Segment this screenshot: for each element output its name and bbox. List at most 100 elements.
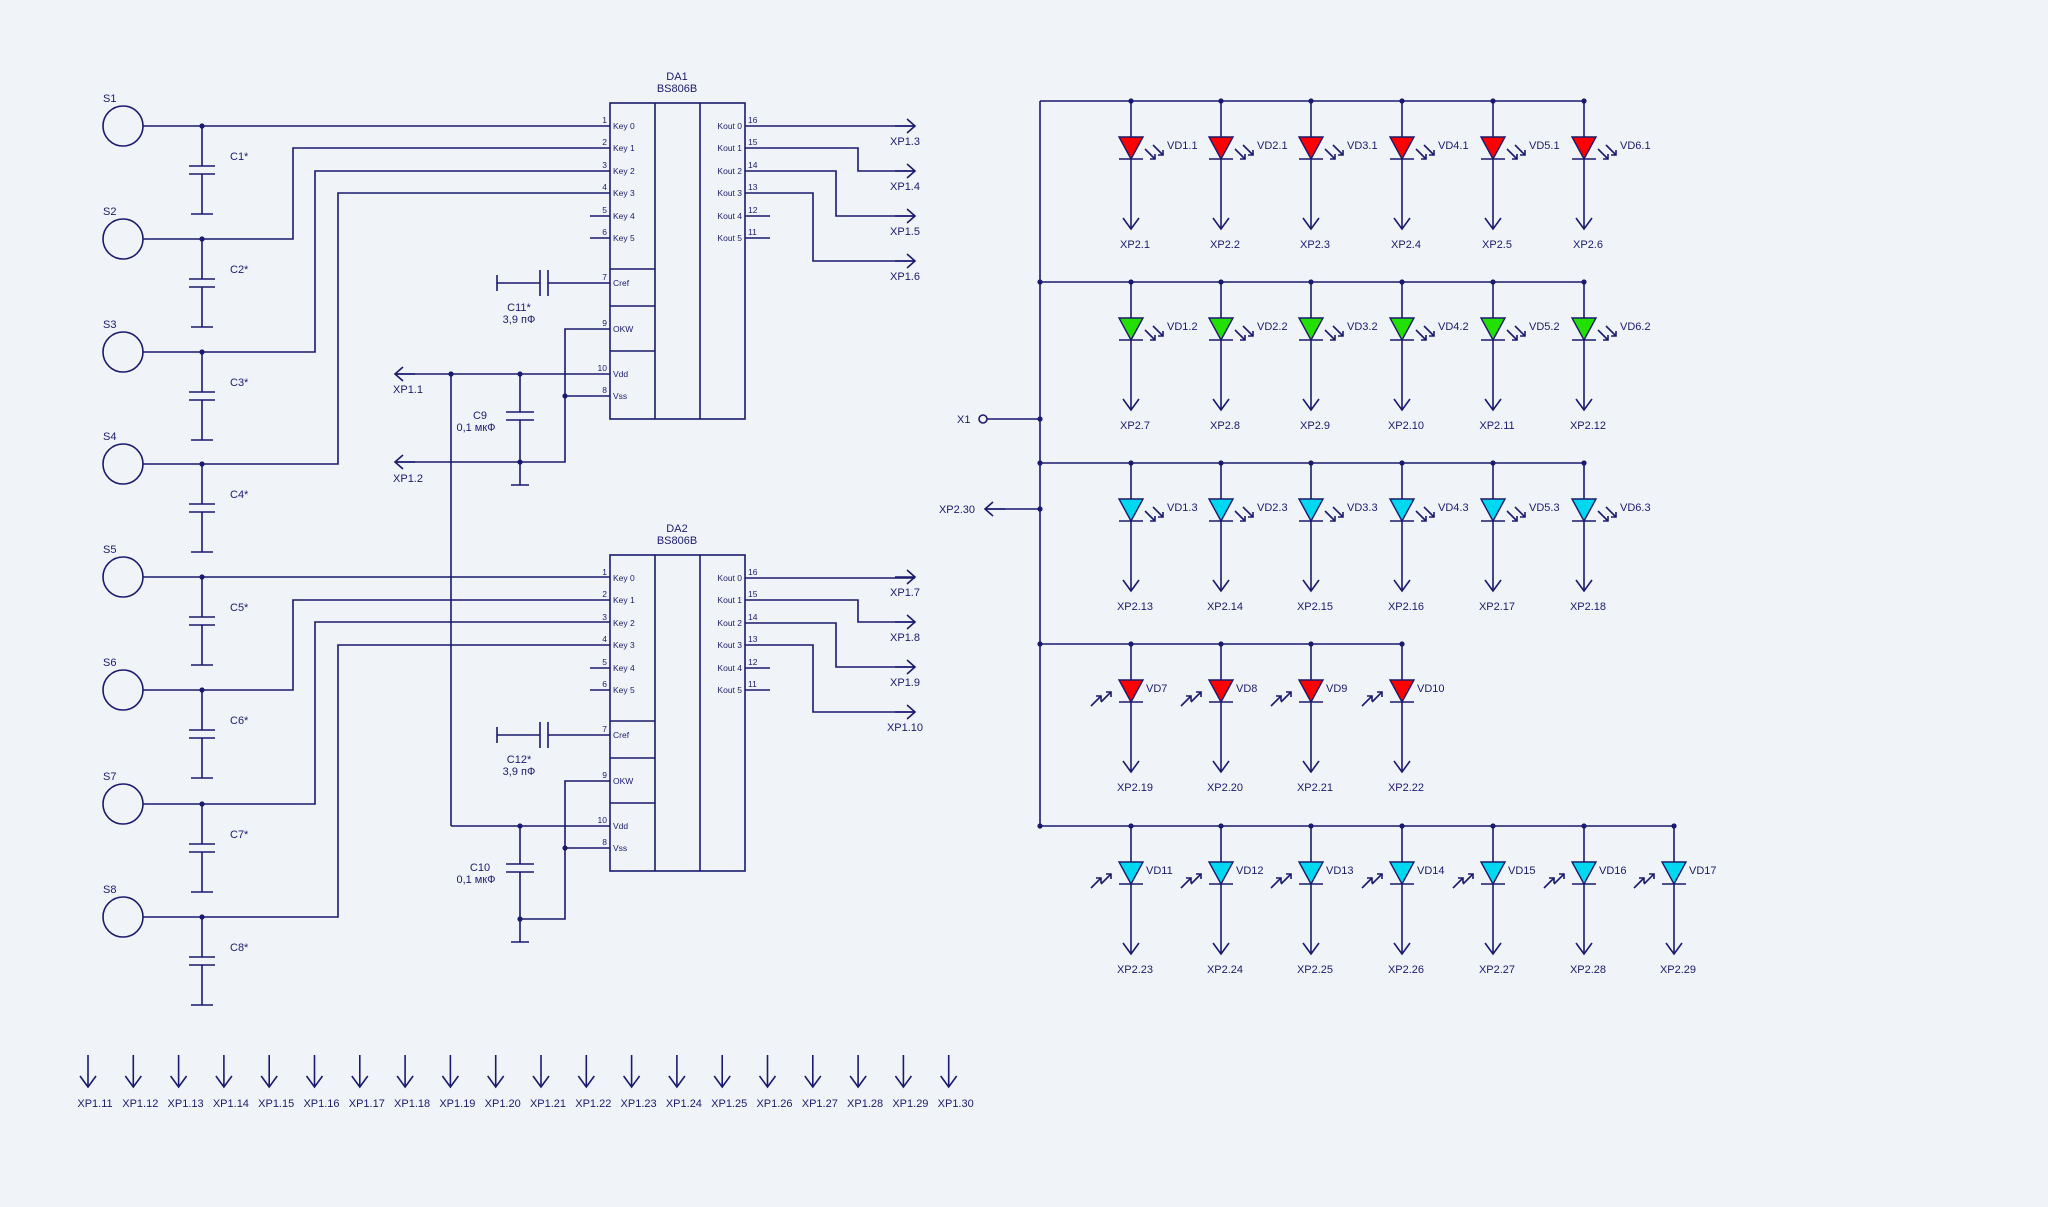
bottom-pin-label: XP1.28 <box>847 1098 883 1110</box>
pin-number: 10 <box>598 815 608 825</box>
pin-label: Kout 1 <box>717 595 742 605</box>
sensor-label: S8 <box>103 884 116 896</box>
led-label: VD14 <box>1417 865 1445 877</box>
arrow-head <box>487 1075 505 1089</box>
light-ray <box>1506 148 1518 160</box>
arrow-head <box>906 704 917 720</box>
cap-label: C3* <box>230 377 249 389</box>
led-label: VD2.1 <box>1257 140 1288 152</box>
cap-value: 3,9 пФ <box>503 314 536 326</box>
output-pin-label: XP1.5 <box>890 226 920 238</box>
supply-label: XP1.1 <box>393 384 423 396</box>
led-pin-label: XP2.27 <box>1479 964 1515 976</box>
arrow-head <box>1393 398 1411 412</box>
cap-label: C8* <box>230 942 249 954</box>
bottom-pin-label: XP1.26 <box>756 1098 792 1110</box>
output-wire <box>745 147 915 172</box>
light-ray <box>1361 695 1373 707</box>
bottom-pin-label: XP1.16 <box>303 1098 339 1110</box>
pin-number: 4 <box>602 182 607 192</box>
led <box>1388 136 1416 161</box>
led <box>1388 679 1416 704</box>
sensor-label: S6 <box>103 657 116 669</box>
led <box>1388 498 1416 523</box>
arrow-head <box>260 1075 278 1089</box>
led <box>1479 861 1507 886</box>
pin-number: 9 <box>602 318 607 328</box>
input-terminal <box>978 414 988 424</box>
led-label: VD6.3 <box>1620 502 1651 514</box>
led-pin-label: XP2.25 <box>1297 964 1333 976</box>
arrow-head <box>1393 579 1411 593</box>
pin-number: 16 <box>748 115 758 125</box>
led-label: VD15 <box>1508 865 1536 877</box>
pin-label: Key 2 <box>613 166 635 176</box>
arrow-head <box>1122 398 1140 412</box>
led-label: VD12 <box>1236 865 1264 877</box>
light-ray <box>1553 873 1565 885</box>
light-ray-head <box>1330 516 1336 522</box>
touch-sensor-pad <box>102 783 144 825</box>
arrow-head <box>906 163 917 179</box>
led-label: VD10 <box>1417 683 1445 695</box>
junction-dot <box>1037 641 1043 647</box>
led <box>1570 136 1598 161</box>
light-ray-head <box>1196 873 1202 879</box>
arrow-head <box>351 1075 369 1089</box>
led <box>1660 861 1688 886</box>
chip-part-number: BS806B <box>657 535 697 547</box>
led-pin-label: XP2.17 <box>1479 601 1515 613</box>
light-ray-head <box>1186 695 1192 701</box>
arrow-head <box>668 1075 686 1089</box>
light-ray <box>1415 329 1427 341</box>
arrow-head <box>1484 942 1502 956</box>
sensor-label: S3 <box>103 319 116 331</box>
sensor-label: S2 <box>103 206 116 218</box>
bottom-pin-label: XP1.24 <box>666 1098 702 1110</box>
cap-label: C11* <box>507 302 531 314</box>
output-wire <box>745 599 915 623</box>
pin-label: Vdd <box>613 369 628 379</box>
led-pin-label: XP2.18 <box>1570 601 1606 613</box>
led <box>1388 317 1416 342</box>
light-ray-head <box>1240 154 1246 160</box>
led-pin-label: XP2.10 <box>1388 420 1424 432</box>
light-ray-head <box>1520 331 1526 337</box>
light-ray-head <box>1186 877 1192 883</box>
light-ray <box>1415 510 1427 522</box>
light-ray-head <box>1429 150 1435 156</box>
light-ray <box>1144 510 1156 522</box>
light-ray-head <box>1338 150 1344 156</box>
chip-designator: DA2 <box>666 523 687 535</box>
pin-label: Kout 4 <box>717 663 742 673</box>
led <box>1479 136 1507 161</box>
light-ray <box>1190 873 1202 885</box>
led-label: VD17 <box>1689 865 1717 877</box>
arrow-head <box>1575 579 1593 593</box>
pin-number: 5 <box>602 205 607 215</box>
pin-number: 3 <box>602 160 607 170</box>
light-ray <box>1180 695 1192 707</box>
light-ray <box>1597 329 1609 341</box>
cap-label: C9 <box>473 410 487 422</box>
pin-label: Kout 2 <box>717 618 742 628</box>
light-ray-head <box>1603 516 1609 522</box>
pin-label: OKW <box>613 776 633 786</box>
pin-number: 7 <box>602 272 607 282</box>
pin-label: Cref <box>613 730 630 740</box>
sensor-label: S5 <box>103 544 116 556</box>
pin-label: Kout 1 <box>717 143 742 153</box>
bottom-pin-label: XP1.23 <box>621 1098 657 1110</box>
arrow-head <box>1122 760 1140 774</box>
pin-label: Kout 2 <box>717 166 742 176</box>
arrow-head <box>940 1075 958 1089</box>
led-label: VD2.2 <box>1257 321 1288 333</box>
arrow-head <box>1212 579 1230 593</box>
pin-number: 11 <box>748 227 757 237</box>
arrow-head <box>1302 942 1320 956</box>
led-label: VD5.2 <box>1529 321 1560 333</box>
